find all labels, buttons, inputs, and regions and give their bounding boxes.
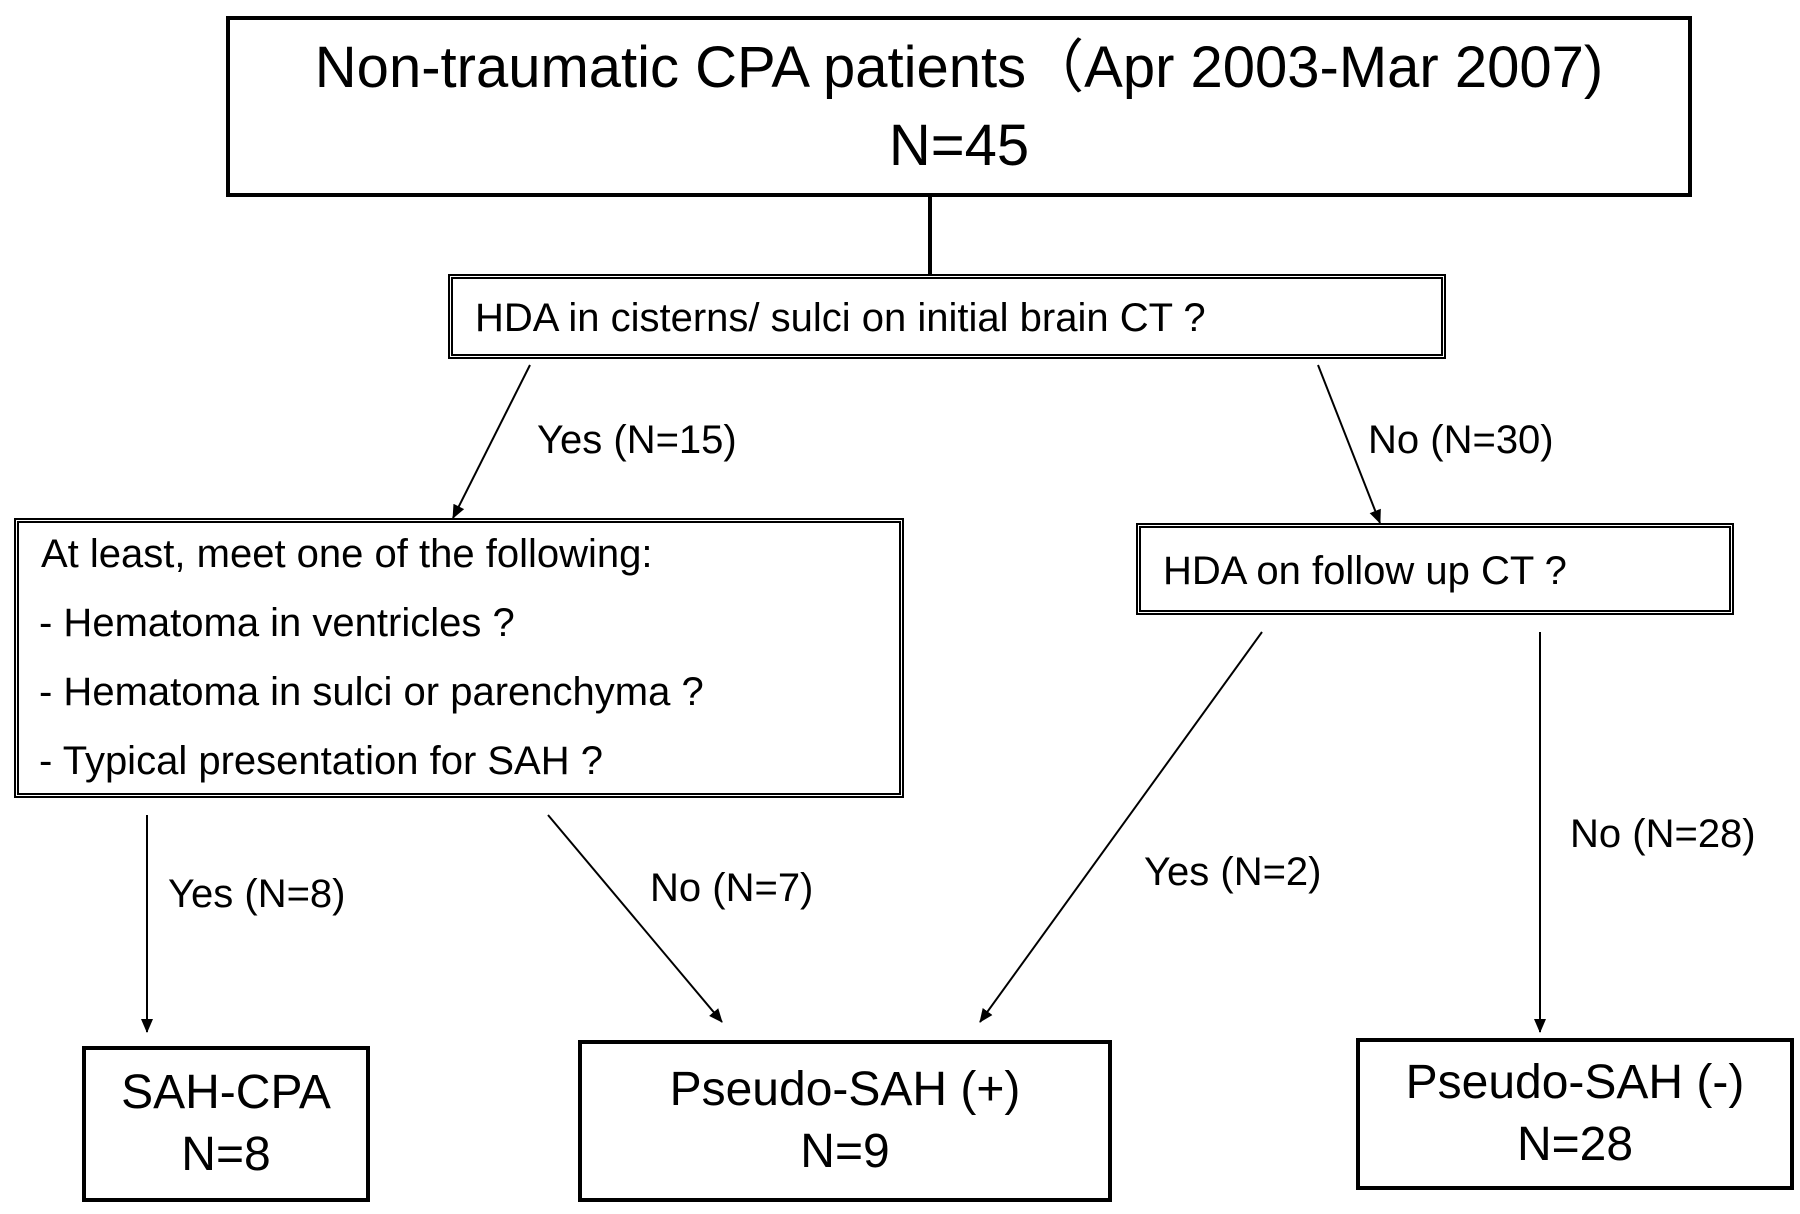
criteria-heading: At least, meet one of the following: — [41, 532, 653, 576]
outcome-pseudo-sah-negative-box: Pseudo-SAH (-) N=28 — [1356, 1038, 1794, 1190]
q2-followup-ct-text: HDA on follow up CT ? — [1163, 549, 1567, 593]
criteria-box: At least, meet one of the following: - H… — [14, 518, 904, 798]
edge-label-q2-yes: Yes (N=2) — [1144, 850, 1322, 894]
criteria-list: - Hematoma in ventricles ? - Hematoma in… — [39, 589, 704, 796]
top-population-title: Non-traumatic CPA patients（Apr 2003-Mar … — [314, 34, 1604, 100]
arrow-q2-yes — [979, 631, 1263, 1023]
outcome-sah-cpa-label: SAH-CPA — [121, 1066, 331, 1119]
arrow-q1-yes — [452, 364, 531, 519]
criteria-item: - Typical presentation for SAH ? — [39, 739, 603, 783]
edge-label-criteria-no: No (N=7) — [650, 866, 814, 910]
edge-label-q1-no: No (N=30) — [1368, 418, 1554, 462]
q1-initial-ct-box: HDA in cisterns/ sulci on initial brain … — [448, 274, 1446, 359]
q1-initial-ct-text: HDA in cisterns/ sulci on initial brain … — [475, 296, 1206, 340]
arrow-q1-no — [1317, 364, 1381, 524]
outcome-sah-cpa-count: N=8 — [181, 1128, 271, 1181]
q2-followup-ct-box: HDA on follow up CT ? — [1136, 523, 1734, 615]
criteria-item: - Hematoma in ventricles ? — [39, 601, 515, 645]
outcome-pseudo-sah-negative-label: Pseudo-SAH (-) — [1405, 1056, 1745, 1109]
outcome-sah-cpa-box: SAH-CPA N=8 — [82, 1046, 370, 1202]
edge-label-q2-no: No (N=28) — [1570, 812, 1756, 856]
edge-label-criteria-yes: Yes (N=8) — [168, 872, 346, 916]
outcome-pseudo-sah-positive-box: Pseudo-SAH (+) N=9 — [578, 1040, 1112, 1202]
arrow-criteria-no — [547, 814, 723, 1023]
edge-label-q1-yes: Yes (N=15) — [537, 418, 737, 462]
outcome-pseudo-sah-positive-count: N=9 — [800, 1125, 890, 1178]
outcome-pseudo-sah-positive-label: Pseudo-SAH (+) — [669, 1063, 1021, 1116]
outcome-pseudo-sah-negative-count: N=28 — [1516, 1118, 1634, 1171]
criteria-item: - Hematoma in sulci or parenchyma ? — [39, 670, 704, 714]
top-population-count: N=45 — [888, 112, 1030, 178]
top-population-box: Non-traumatic CPA patients（Apr 2003-Mar … — [226, 16, 1692, 197]
